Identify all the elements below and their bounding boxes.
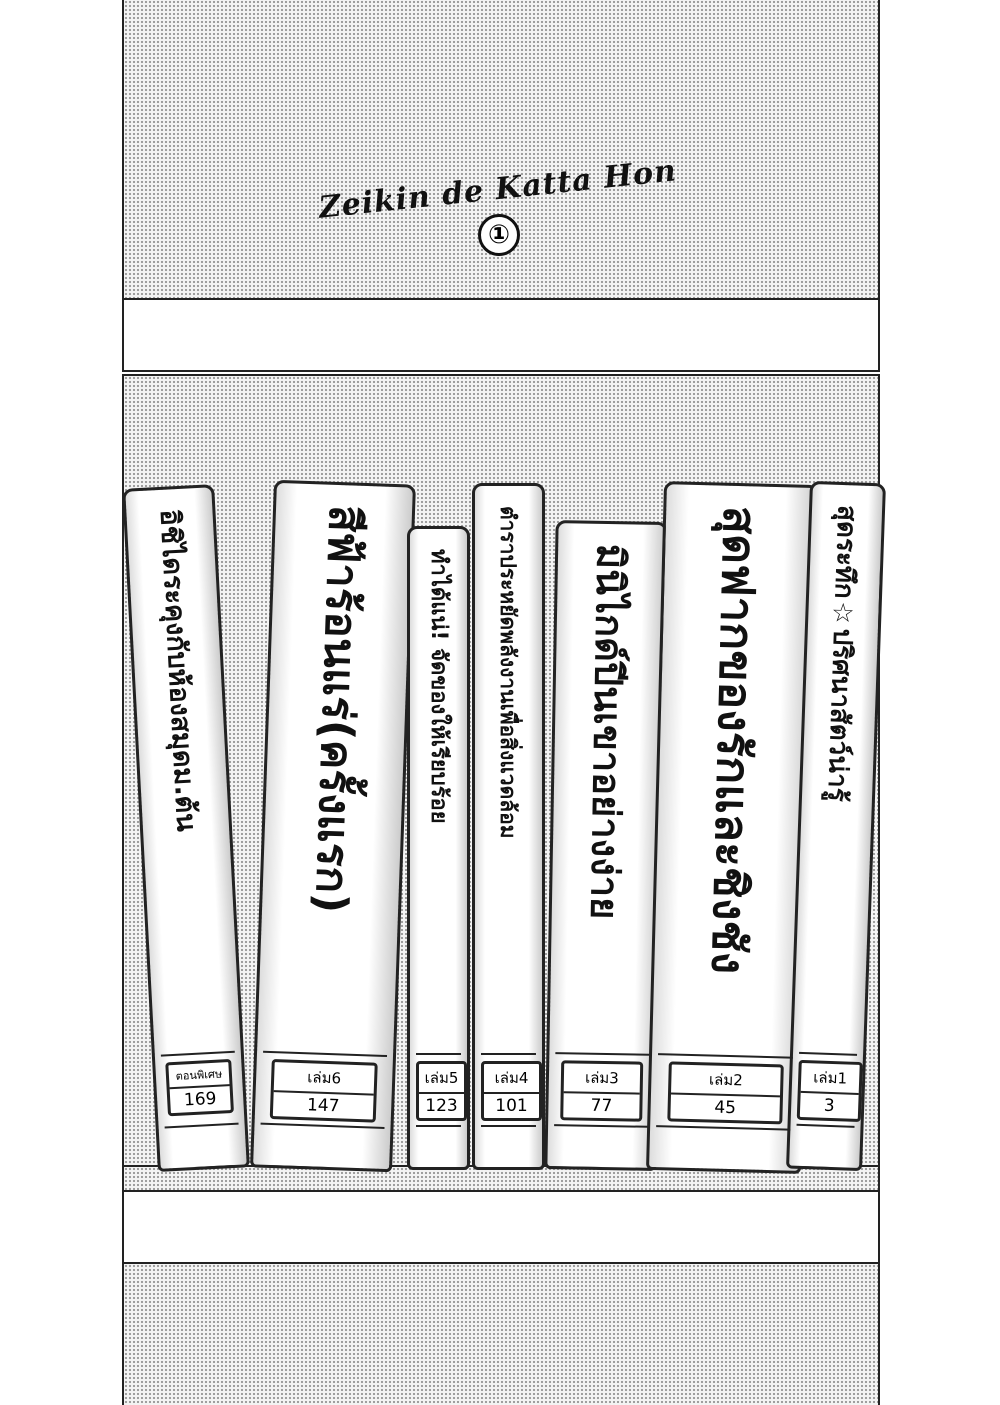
white-band <box>122 298 880 372</box>
book-chapter: 77 <box>590 1095 613 1117</box>
book-chapter: 101 <box>495 1096 528 1116</box>
book-volume: เล่ม3 <box>564 1063 640 1095</box>
book-chapter: 123 <box>425 1096 458 1116</box>
book-title: สุดฟากของรักและชิงชัง <box>701 505 768 975</box>
book-volume: เล่ม2 <box>670 1064 782 1098</box>
book-chapter: 147 <box>306 1095 340 1117</box>
book-title: ตำราประหยัดพลังงานเพื่อสิ่งแวดล้อม <box>496 506 520 839</box>
title-panel <box>122 0 880 298</box>
book-volume: เล่ม4 <box>484 1064 539 1094</box>
shelf-top <box>122 374 880 402</box>
chapter-number: ① <box>478 214 520 256</box>
book-volume: เล่ม5 <box>419 1064 464 1094</box>
book-volume: ตอนพิเศษ <box>168 1062 230 1090</box>
book-title: สุดระทึก☆ปริศนาสัตว์น่ารู้ <box>821 504 862 803</box>
bottom-panel <box>122 1264 880 1405</box>
book-vol4[interactable]: ตำราประหยัดพลังงานเพื่อสิ่งแวดล้อม เล่ม4… <box>472 483 545 1170</box>
book-title: ทำได้แน่! จัดของให้เรียบร้อย <box>426 549 451 824</box>
book-title: อิชิไดระคุงกับห้องสมุดม.ต้น <box>153 508 202 833</box>
book-volume: เล่ม1 <box>800 1062 860 1095</box>
book-chapter: 169 <box>183 1088 217 1111</box>
white-band-bottom <box>122 1190 880 1264</box>
book-chapter: 3 <box>823 1095 835 1117</box>
book-volume: เล่ม6 <box>274 1062 375 1096</box>
book-title: มินิไกด์ปีนเขาอย่างง่าย <box>582 543 633 920</box>
book-chapter: 45 <box>714 1097 737 1119</box>
book-title: สีฟ้าร้อนแร่(ครั้งแรก) <box>304 504 371 915</box>
